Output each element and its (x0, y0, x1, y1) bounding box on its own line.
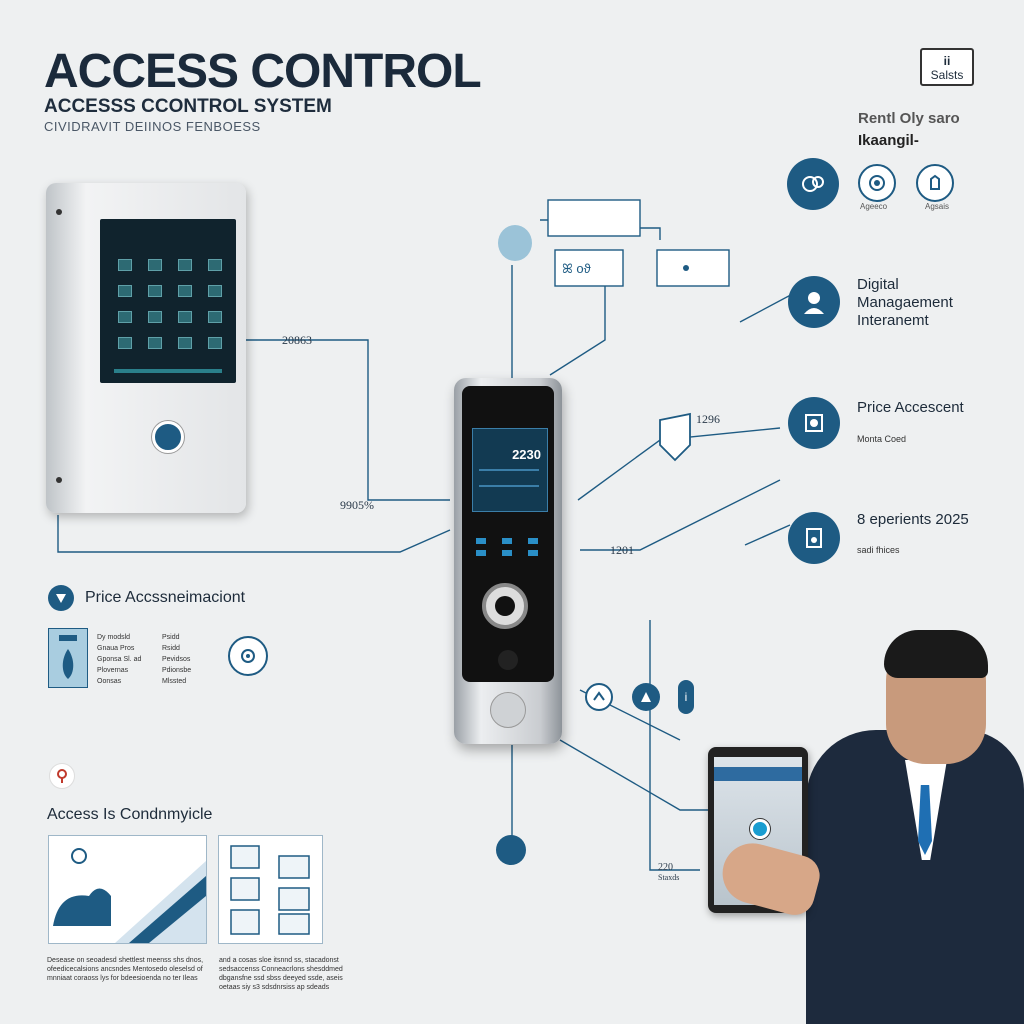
panel-line-label: 20863 (282, 333, 312, 347)
location-pin-icon (49, 763, 75, 789)
panel-fingerprint-button[interactable] (152, 421, 184, 453)
price-section-image (48, 628, 88, 688)
price-section-heading: Price Accssneimaciont (85, 589, 246, 606)
left-value-label: 9905% (340, 498, 374, 512)
person-hair (884, 630, 988, 678)
door-release-button[interactable] (490, 692, 526, 728)
scan-icon (858, 164, 896, 202)
top-right-heading-line2: Ikaangil- (858, 132, 919, 149)
feature-2-title: Price Accescent (857, 399, 964, 416)
feature-3-sub: sadi fhices (857, 545, 900, 555)
building-illustration (48, 835, 207, 944)
panel-screen[interactable] (100, 219, 236, 383)
tablet-unlock-button[interactable] (750, 819, 770, 839)
panel-app-grid (118, 259, 222, 349)
logo-bottom-text: Salsts (930, 68, 964, 82)
network-icon (585, 683, 613, 711)
price-section-icon (48, 585, 74, 611)
floorplan-illustration (218, 835, 323, 944)
price-access-icon (788, 397, 840, 449)
feature-2-sub: Monta Coed (857, 434, 907, 444)
icon-caption-1: Ageeco (860, 202, 888, 211)
feature-1-title: Digital Managaement Interanemt (857, 276, 953, 329)
person-tie (918, 785, 932, 855)
tablet-side-label: 220 Staxds (658, 862, 680, 882)
access-caption-1: Desease on seoadesd shettlest meenss shs… (47, 957, 204, 982)
top-right-heading-line1: Rentl Oly saro (858, 110, 960, 127)
hand-key-icon (916, 164, 954, 202)
wall-control-panel (46, 183, 246, 513)
keypad-reader-device: 2230 (454, 378, 562, 744)
keypad-buttons[interactable] (476, 538, 538, 556)
svg-text:ꕤ oϑ: ꕤ oϑ (562, 261, 592, 276)
feature-3-title: 8 eperients 2025 (857, 511, 969, 528)
access-caption-2: and a cosas sloe itsnnd ss, stacadonst s… (219, 957, 343, 991)
info-icon: i (678, 680, 694, 714)
settings-eye-icon (228, 636, 268, 676)
keypad-screen[interactable]: 2230 (472, 428, 548, 512)
alert-icon (632, 683, 660, 711)
access-section-heading: Access Is Condnmyicle (47, 806, 213, 823)
page-tagline: CIVIDRAVIT DEIINOS FENBOESS (44, 119, 261, 134)
mid-right-label: 1296 (696, 412, 720, 426)
fingerprint-badge-icon (787, 158, 839, 210)
bottom-mid-label: 1201 (610, 543, 634, 557)
door-lock-icon (788, 512, 840, 564)
top-right-heading: Rentl Oly saro Ikaangil- (858, 108, 960, 152)
page-subtitle: ACCESSS CCONTROL SYSTEM (44, 96, 332, 117)
management-icon (788, 276, 840, 328)
keypad-screen-value: 2230 (512, 447, 541, 462)
icon-caption-2: Agsais (925, 202, 950, 211)
fingerprint-scanner[interactable] (482, 583, 528, 629)
brand-logo: ii Salsts (920, 48, 974, 86)
logo-top-text: ii (943, 54, 951, 68)
page-title: ACCESS CONTROL (44, 45, 482, 98)
